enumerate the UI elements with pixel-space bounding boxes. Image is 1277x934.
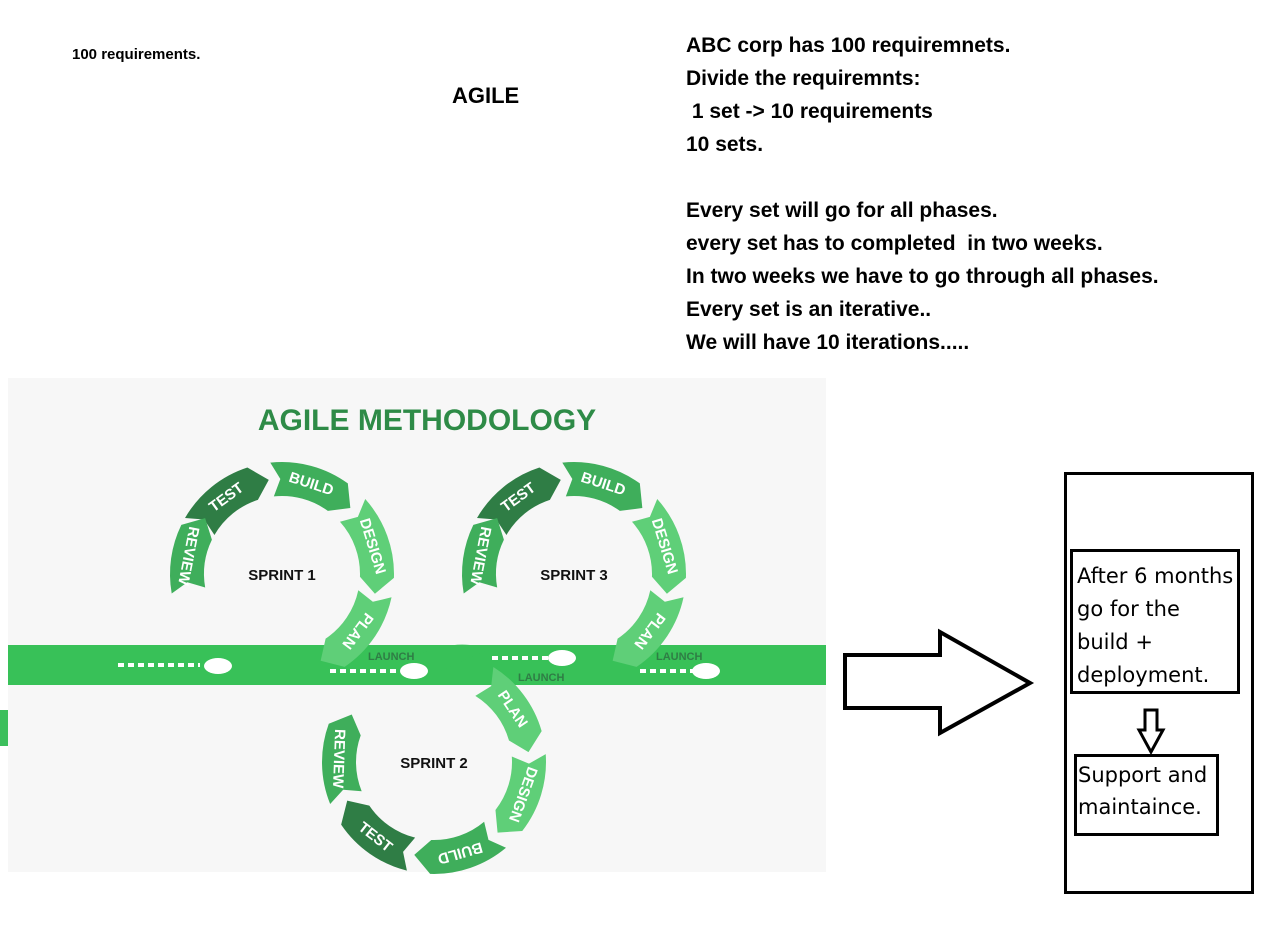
build-deployment-box: After 6 months go for the build + deploy… bbox=[1070, 549, 1240, 694]
sprint-phase-arrow bbox=[495, 754, 546, 833]
launch-label: LAUNCH bbox=[368, 651, 414, 663]
road-edge bbox=[0, 710, 8, 746]
sprint-phase-arrow bbox=[462, 518, 504, 594]
sprint-label: SPRINT 3 bbox=[540, 567, 608, 584]
sprint-phase-arrow bbox=[631, 499, 686, 594]
sprint-phase-label: REVIEW bbox=[329, 729, 348, 790]
sprint-phase-arrow bbox=[270, 462, 351, 511]
sprint-phase-arrow bbox=[475, 667, 542, 753]
marker-icon bbox=[548, 650, 576, 666]
marker-icon bbox=[204, 658, 232, 674]
sprint-phase-arrow bbox=[170, 518, 212, 594]
sprint-phase-arrow bbox=[414, 821, 506, 874]
marker-icon bbox=[692, 663, 720, 679]
sprint-phase-arrow bbox=[562, 462, 643, 511]
notes-block: ABC corp has 100 requiremnets. Divide th… bbox=[686, 29, 1159, 359]
launch-label: LAUNCH bbox=[656, 651, 702, 663]
sprint-label: SPRINT 2 bbox=[400, 755, 468, 772]
support-box: Support and maintaince. bbox=[1074, 754, 1219, 836]
requirements-note: 100 requirements. bbox=[72, 46, 201, 63]
sprint-label: SPRINT 1 bbox=[248, 567, 316, 584]
deployment-panel bbox=[1064, 472, 1254, 894]
note-line: Every set is an iterative.. bbox=[686, 298, 932, 321]
marker-icon bbox=[400, 663, 428, 679]
note-line: Every set will go for all phases. bbox=[686, 199, 998, 222]
note-line: Divide the requiremnts: bbox=[686, 67, 921, 90]
sprint-phase-arrow bbox=[612, 590, 684, 667]
sprint-phase-arrow bbox=[322, 714, 362, 804]
launch-label: LAUNCH bbox=[518, 672, 564, 684]
road-curve bbox=[290, 644, 520, 685]
diagram-title: AGILE METHODOLOGY bbox=[258, 404, 596, 437]
right-arrow-icon bbox=[843, 628, 1035, 737]
note-line: 10 sets. bbox=[686, 133, 764, 156]
note-line: ABC corp has 100 requiremnets. bbox=[686, 34, 1011, 57]
down-arrow-icon bbox=[1136, 708, 1166, 756]
note-line: We will have 10 iterations..... bbox=[686, 331, 970, 354]
sprint-phase-arrow bbox=[477, 467, 561, 535]
sprint-phase-arrow bbox=[341, 800, 416, 871]
agile-methodology-diagram bbox=[8, 378, 826, 872]
sprint-phase-arrow bbox=[185, 467, 269, 535]
note-line: every set has to completed in two weeks. bbox=[686, 232, 1103, 255]
note-line: In two weeks we have to go through all p… bbox=[686, 265, 1159, 288]
agile-heading: AGILE bbox=[452, 83, 520, 108]
note-line: 1 set -> 10 requirements bbox=[686, 100, 933, 123]
sprint-phase-arrow bbox=[320, 590, 392, 667]
sprint-phase-arrow bbox=[339, 499, 394, 594]
